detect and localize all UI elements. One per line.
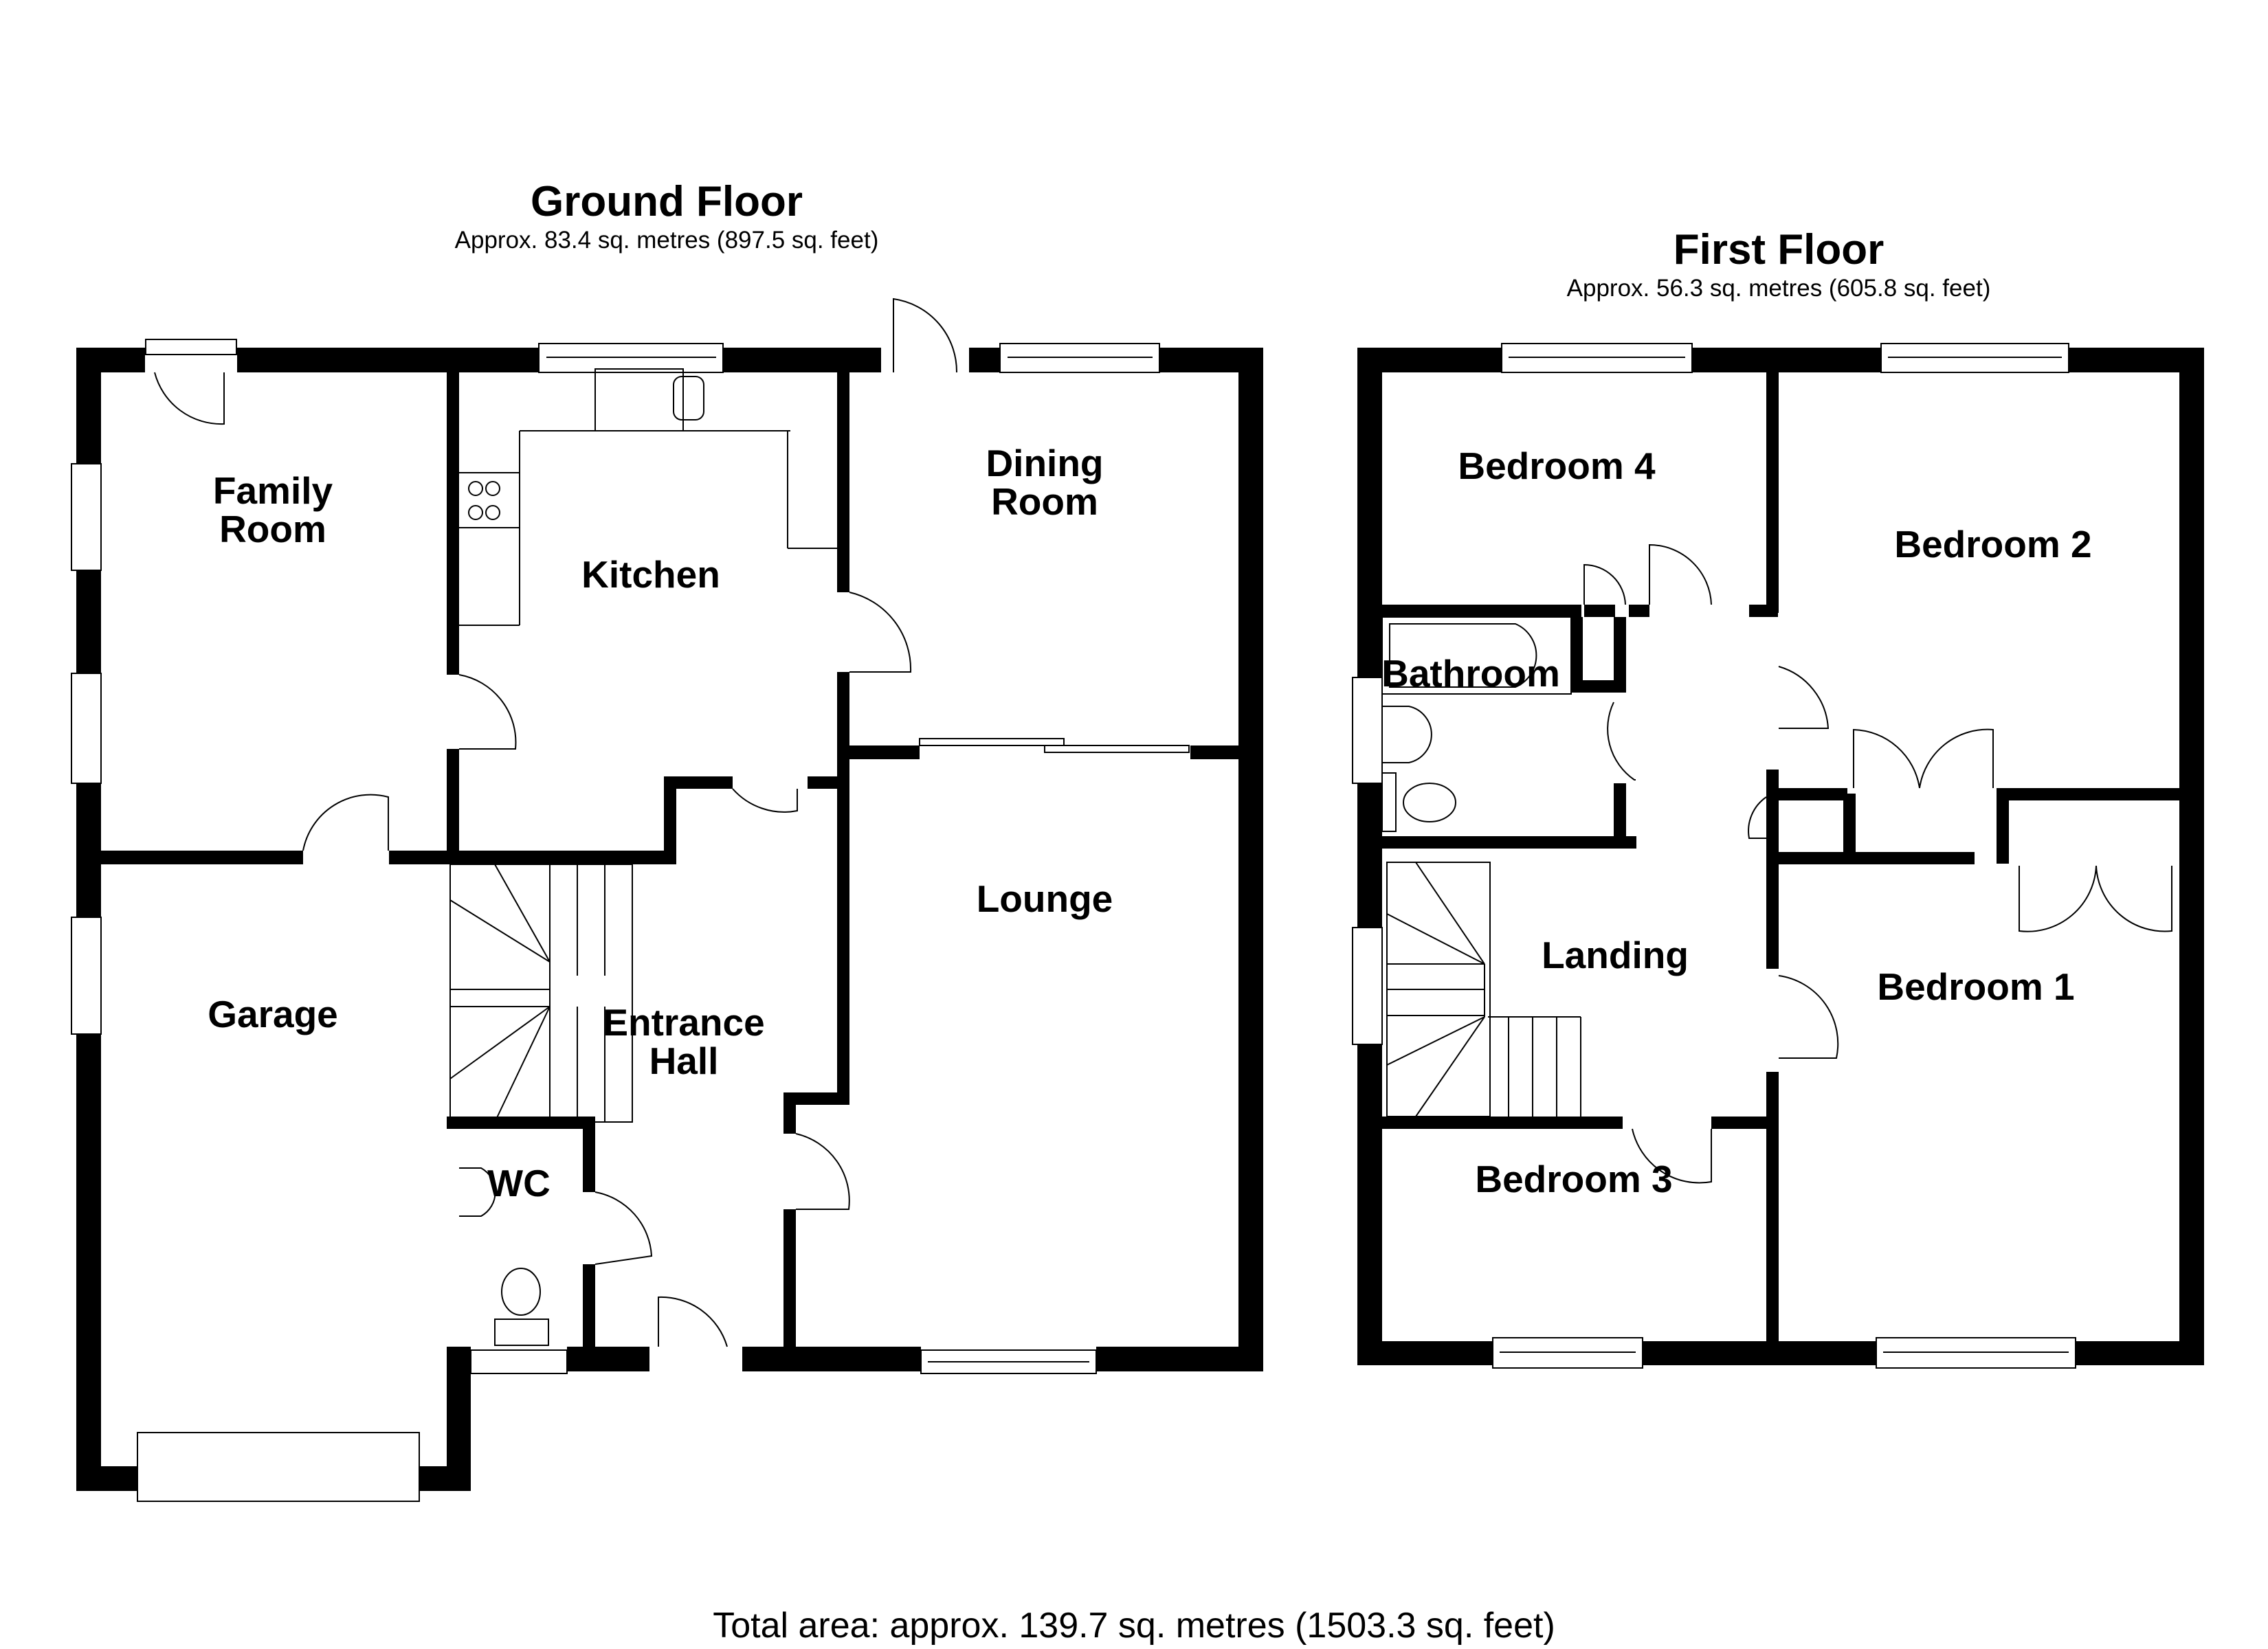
room-label-wc: WC: [487, 1162, 551, 1204]
room-label-bedroom-2: Bedroom 2: [1894, 523, 2092, 565]
first-floor-fixtures: [1352, 343, 2172, 1369]
room-label-kitchen: Kitchen: [581, 553, 720, 596]
room-label-entrance-hall: Entrance Hall: [603, 1001, 765, 1082]
room-label-garage: Garage: [208, 993, 338, 1035]
room-label-bathroom: Bathroom: [1381, 652, 1560, 695]
ground-floor-area: Approx. 83.4 sq. metres (897.5 sq. feet): [454, 227, 879, 254]
room-label-family-room: Family Room: [212, 469, 333, 550]
room-label-bedroom-4: Bedroom 4: [1458, 445, 1656, 487]
total-area: Total area: approx. 139.7 sq. metres (15…: [713, 1606, 1555, 1646]
room-label-lounge: Lounge: [976, 877, 1113, 920]
room-label-bedroom-1: Bedroom 1: [1877, 965, 2075, 1008]
first-floor-walls: [1357, 348, 2204, 1365]
room-label-bedroom-3: Bedroom 3: [1475, 1158, 1673, 1200]
first-floor-title: First Floor: [1673, 226, 1885, 273]
ground-floor-walls: [76, 348, 1263, 1491]
ground-floor-title: Ground Floor: [530, 178, 803, 225]
room-label-landing: Landing: [1542, 934, 1689, 976]
room-label-dining-room: Dining Room: [986, 442, 1104, 523]
ground-floor-fixtures: [71, 298, 1190, 1502]
first-floor-area: Approx. 56.3 sq. metres (605.8 sq. feet): [1566, 275, 1991, 302]
